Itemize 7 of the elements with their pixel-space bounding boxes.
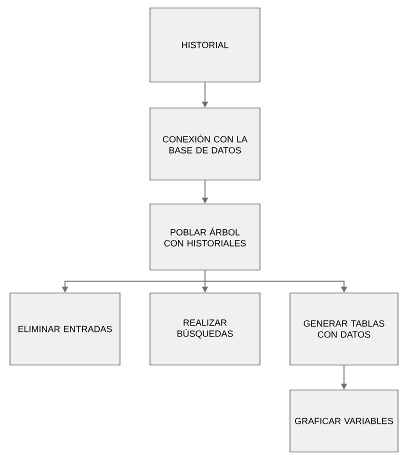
process-box: POBLAR ÁRBOL CON HISTORIALES xyxy=(150,204,260,270)
process-box: GENERAR TABLAS CON DATOS xyxy=(290,292,398,366)
process-box: HISTORIAL xyxy=(150,8,260,82)
process-box: GRAFICAR VARIABLES xyxy=(290,390,398,452)
process-box: ELIMINAR ENTRADAS xyxy=(10,292,120,366)
process-box: REALIZAR BÚSQUEDAS xyxy=(150,292,260,366)
process-box: CONEXIÓN CON LA BASE DE DATOS xyxy=(150,108,260,180)
